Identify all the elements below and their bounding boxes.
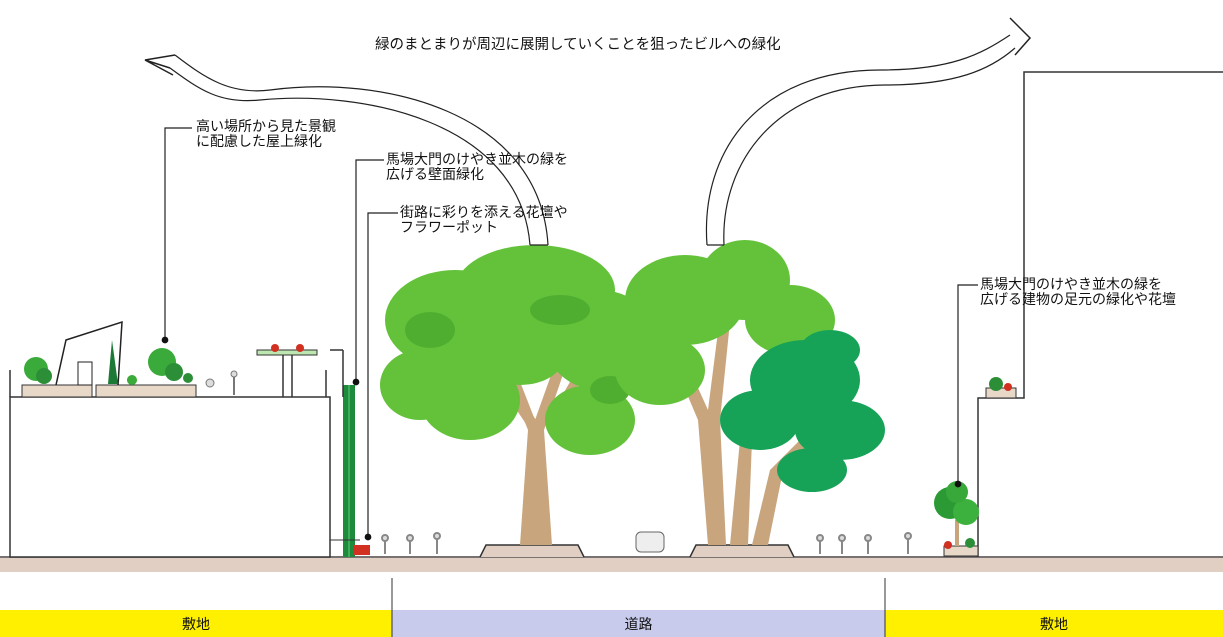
base-label-line1: 馬場大門のけやき並木の緑を xyxy=(980,277,1162,293)
spread-arrows xyxy=(144,17,1032,246)
road-sidewalks xyxy=(329,531,912,558)
zelkova-tree-right xyxy=(615,240,885,545)
zelkova-tree-left xyxy=(380,245,655,545)
diagram-title: 緑のまとまりが周辺に展開していくことを狙ったビルへの緑化 xyxy=(375,37,781,53)
ground-strip xyxy=(0,556,1223,572)
base-label-line2: 広げる建物の足元の緑化や花壇 xyxy=(980,292,1176,308)
zone-right-site: 敷地 xyxy=(1040,616,1068,633)
zone-left-site: 敷地 xyxy=(182,616,210,633)
flowerbed-label: 街路に彩りを添える花壇や フラワーポット xyxy=(400,206,568,236)
flowerbed-label-line2: フラワーポット xyxy=(400,220,498,236)
wall-greening-label: 馬場大門のけやき並木の緑を 広げる壁面緑化 xyxy=(386,153,568,183)
flowerbed-label-line1: 街路に彩りを添える花壇や xyxy=(400,205,568,221)
rooftop-greening-label: 高い場所から見た景観 に配慮した屋上緑化 xyxy=(196,120,336,150)
right-building xyxy=(934,71,1223,557)
zone-road: 道路 xyxy=(624,616,653,633)
rooftop-label-line1: 高い場所から見た景観 xyxy=(196,119,336,135)
left-building xyxy=(9,320,370,558)
building-base-greening-label: 馬場大門のけやき並木の緑を 広げる建物の足元の緑化や花壇 xyxy=(980,278,1176,308)
rooftop-label-line2: に配慮した屋上緑化 xyxy=(196,134,322,150)
wall-label-line1: 馬場大門のけやき並木の緑を xyxy=(386,152,568,168)
wall-label-line2: 広げる壁面緑化 xyxy=(386,167,484,183)
leader-lines xyxy=(161,127,978,541)
